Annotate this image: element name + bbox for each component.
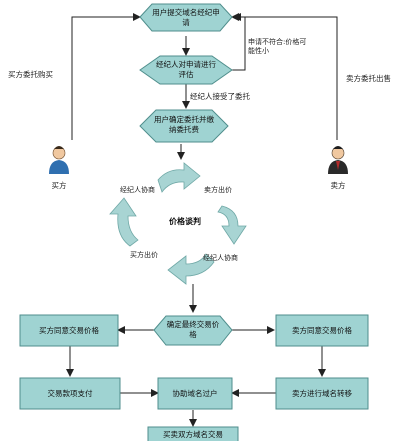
buyer-agree-text: 买方同意交易价格 <box>39 325 99 335</box>
broker-negotiate-bottom-label: 经纪人协商 <box>203 254 238 262</box>
assist-transfer-text: 协助域名过户 <box>172 388 218 398</box>
buyer-label: 买方 <box>51 181 67 190</box>
submit-domain-text: 用户提交域名经纪申请 <box>152 8 220 27</box>
seller-person-icon <box>328 146 348 174</box>
cycle-arrow-top <box>157 162 201 193</box>
broker-evaluate-shape <box>139 55 233 85</box>
seller-label: 卖方 <box>330 181 346 190</box>
buyer-person-icon <box>49 146 69 174</box>
reject-loop-arrow <box>232 13 246 71</box>
cycle-arrow-right <box>217 205 247 245</box>
cycle-arrow-bottom <box>167 253 215 285</box>
confirm-commission-text: 用户确定委托并缴纳委托费 <box>154 115 214 134</box>
broker-evaluate-text: 经纪人对申请进行评估 <box>156 60 216 79</box>
buyer-offer-label: 买方出价 <box>130 251 158 259</box>
buyer-agree-box <box>19 314 119 347</box>
seller-commission-label: 卖方委托出售 <box>346 74 391 83</box>
payment-box <box>19 377 121 410</box>
buyer-commission-connector <box>71 13 141 140</box>
seller-transfer-text: 卖方进行域名转移 <box>292 388 352 398</box>
broker-negotiate-top-label: 经纪人协商 <box>120 186 155 194</box>
seller-agree-text: 卖方同意交易价格 <box>292 325 352 335</box>
buyer-commission-label: 买方委托购买 <box>8 70 53 79</box>
bottom-partial-box <box>147 426 239 441</box>
broker-accept-label: 经纪人接受了委托 <box>190 92 250 101</box>
final-price-text: 确定最终交易价格 <box>166 320 220 339</box>
payment-text: 交易款项支付 <box>47 388 93 398</box>
reject-note: 申请不符合:价格可能性小 <box>248 38 307 55</box>
seller-agree-box <box>275 314 369 347</box>
seller-transfer-box <box>275 377 369 410</box>
seller-commission-connector <box>231 13 338 140</box>
submit-domain-shape <box>139 3 233 32</box>
bottom-partial-text: 买卖双方域名交易 <box>163 430 223 439</box>
assist-transfer-box <box>157 377 233 410</box>
confirm-commission-shape <box>139 109 229 143</box>
final-price-shape <box>153 315 233 346</box>
seller-offer-label: 卖方出价 <box>204 186 232 194</box>
cycle-arrow-left <box>109 197 139 247</box>
price-negotiation-label: 价格谈判 <box>169 217 201 226</box>
